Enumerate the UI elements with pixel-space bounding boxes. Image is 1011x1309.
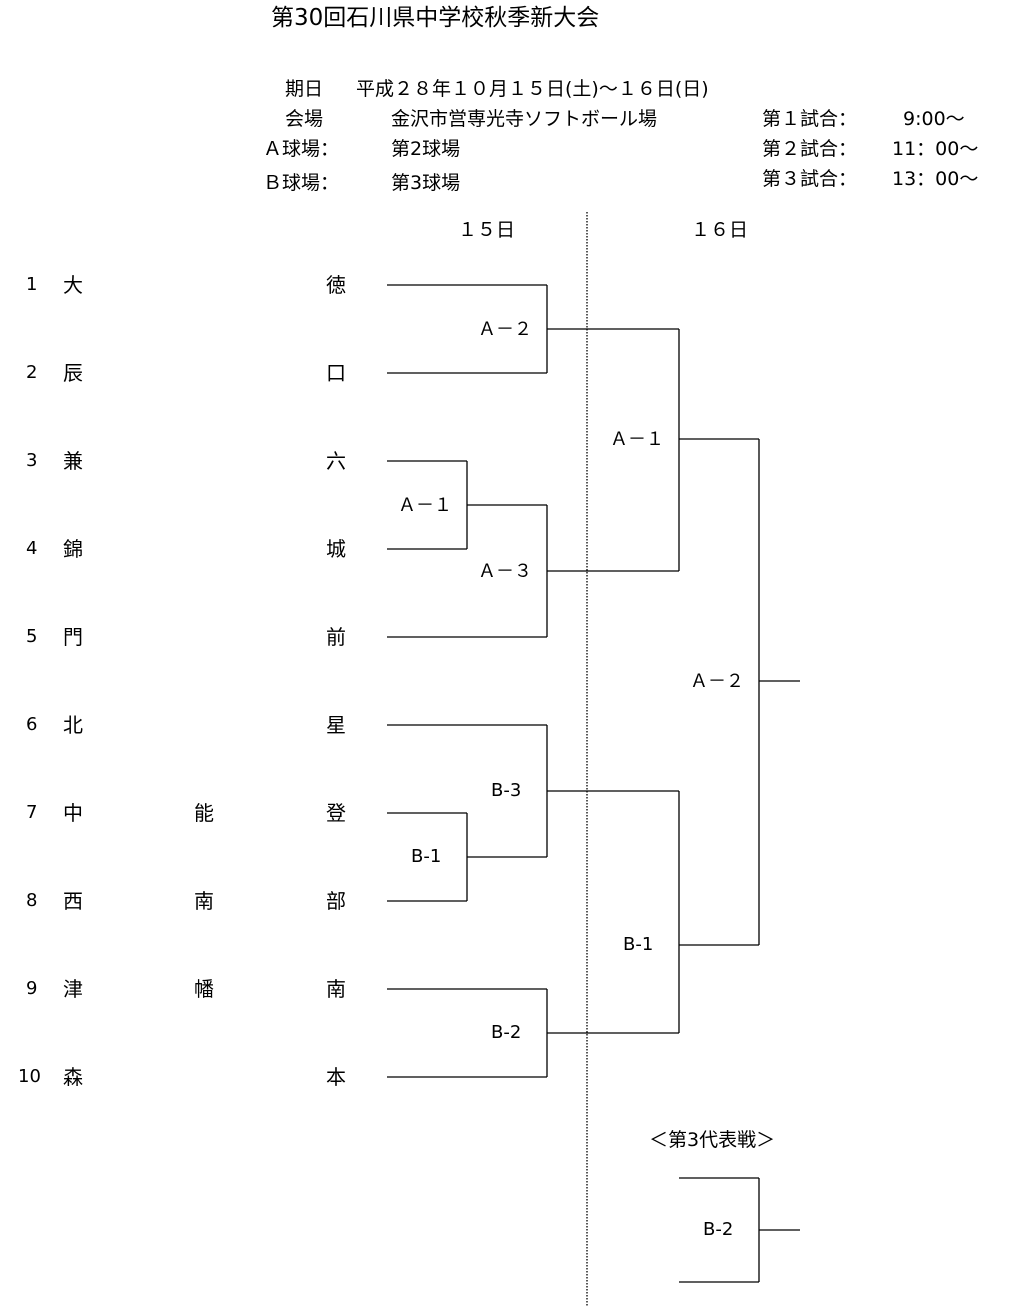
team-name-char3: 本 <box>326 1065 346 1089</box>
team-name-char2: 能 <box>194 801 214 825</box>
team-name-char3: 城 <box>326 537 346 561</box>
schedule-1-time: 9:00〜 <box>903 108 965 130</box>
field-b-label: Ｂ球場： <box>263 172 340 194</box>
match-label-b3: B-3 <box>491 780 522 801</box>
field-b-value: 第3球場 <box>391 172 461 194</box>
team-number: 5 <box>26 626 38 647</box>
match-label-b2: B-2 <box>491 1022 522 1043</box>
team-name-char2: 幡 <box>194 977 214 1001</box>
team-name-char1: 兼 <box>63 449 83 473</box>
team-name-char3: 徳 <box>326 273 346 297</box>
third-rep-match-label: B-2 <box>703 1219 734 1240</box>
match-label-a2: Ａ－２ <box>478 319 532 340</box>
third-rep-heading: ＜第3代表戦＞ <box>649 1129 776 1151</box>
team-name-char1: 津 <box>63 977 83 1001</box>
team-number: 4 <box>26 538 38 559</box>
team-number: 3 <box>26 450 38 471</box>
team-name-char3: 口 <box>326 361 346 385</box>
team-name-char1: 中 <box>63 801 83 825</box>
team-number: 8 <box>26 890 38 911</box>
team-number: 6 <box>26 714 38 735</box>
match-label-semi-b1: B-1 <box>623 934 654 955</box>
team-number: 2 <box>26 362 38 383</box>
team-number: 10 <box>18 1066 41 1087</box>
venue-label: 会場 <box>285 108 324 130</box>
team-name-char1: 北 <box>63 713 83 737</box>
day2-header: １６日 <box>691 219 749 241</box>
team-name-char3: 部 <box>326 889 346 913</box>
team-name-char1: 西 <box>63 889 83 913</box>
match-label-r1-b1: B-1 <box>411 846 442 867</box>
field-a-label: Ａ球場： <box>263 138 340 160</box>
schedule-2-time: 11：00〜 <box>892 138 979 160</box>
team-name-char3: 星 <box>326 713 346 737</box>
schedule-3-label: 第３試合： <box>762 168 858 190</box>
match-label-r1-a1: Ａ－１ <box>398 495 452 516</box>
team-name-char3: 登 <box>326 801 346 825</box>
date-label: 期日 <box>285 78 324 100</box>
team-name-char1: 門 <box>63 625 83 649</box>
team-number: 9 <box>26 978 38 999</box>
page-title: 第30回石川県中学校秋季新大会 <box>271 5 600 31</box>
field-a-value: 第2球場 <box>391 138 461 160</box>
team-name-char1: 大 <box>63 273 83 297</box>
venue-value: 金沢市営専光寺ソフトボール場 <box>391 108 658 130</box>
team-number: 1 <box>26 274 38 295</box>
match-label-semi-a1: Ａ－１ <box>610 429 664 450</box>
team-name-char2: 南 <box>194 889 214 913</box>
match-label-a3: Ａ－３ <box>478 561 532 582</box>
team-name-char1: 錦 <box>63 537 83 561</box>
team-name-char3: 前 <box>326 625 346 649</box>
day1-header: １５日 <box>458 219 516 241</box>
team-name-char1: 辰 <box>63 361 83 385</box>
date-value: 平成２８年１０月１５日(土)〜１６日(日) <box>356 78 709 100</box>
schedule-1-label: 第１試合： <box>762 108 858 130</box>
team-name-char1: 森 <box>63 1065 83 1089</box>
team-number: 7 <box>26 802 38 823</box>
team-name-char3: 六 <box>326 449 346 473</box>
match-label-final-a2: Ａ－２ <box>690 671 744 692</box>
schedule-2-label: 第２試合： <box>762 138 858 160</box>
team-name-char3: 南 <box>326 977 346 1001</box>
schedule-3-time: 13：00〜 <box>892 168 979 190</box>
